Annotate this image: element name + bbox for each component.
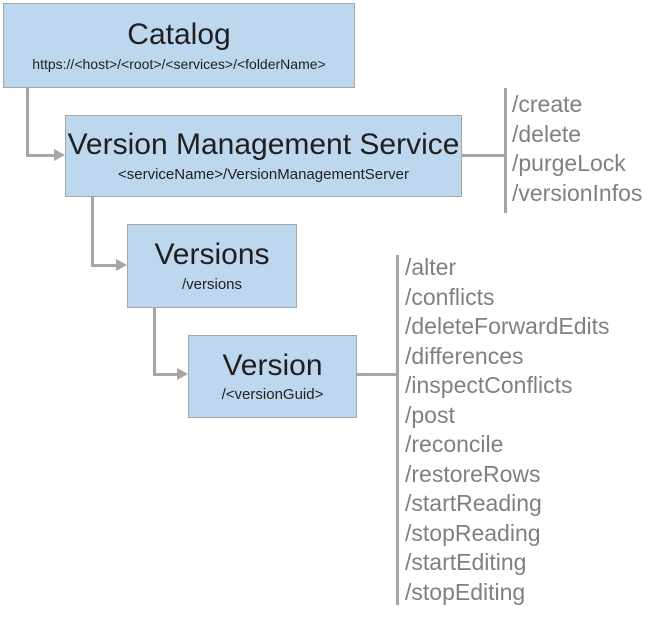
operation-item: /purgeLock [512,150,626,176]
vms-url-pattern: <serviceName>/VersionManagementServer [118,165,409,183]
version-title: Version [222,348,323,382]
operation-item: /stopEditing [405,578,526,605]
vms-operations-list: /create /delete /purgeLock /versionInfos [512,90,642,208]
operation-item: /restoreRows [405,460,541,487]
version-operations-bracket [396,255,399,605]
operation-item: /conflicts [405,283,495,310]
operation-item: /reconcile [405,431,504,457]
arrowhead-icon [54,149,65,161]
operation-item: /stopReading [405,519,541,546]
arrowhead-icon [116,259,127,271]
connector-catalog-to-vms-horizontal [26,154,55,157]
versions-url-pattern: /versions [181,275,243,293]
vms-operations-bracket [504,88,507,213]
connector-vms-to-operations [462,154,504,157]
catalog-title: Catalog [127,18,231,52]
versions-title: Versions [154,238,270,272]
version-node: Version /<versionGuid> [188,335,357,418]
connector-vms-to-versions-vertical [91,197,94,267]
connector-versions-to-version-vertical [153,308,156,376]
operation-item: /delete [512,120,582,147]
catalog-url-pattern: https://<host>/<root>/<services>/<folder… [32,55,326,72]
connector-catalog-to-vms-vertical [26,88,29,157]
version-management-service-node: Version Management Service <serviceName>… [65,115,462,197]
vms-title: Version Management Service [67,128,460,162]
connector-version-to-operations [357,373,396,376]
operation-item: /startReading [405,490,542,516]
version-url-pattern: /<versionGuid> [221,386,324,404]
connector-versions-to-version-horizontal [153,373,178,376]
operation-item: /alter [405,254,457,280]
version-operations-list: /alter /conflicts /deleteForwardEdits /d… [405,253,610,607]
operation-item: /post [405,401,455,428]
operation-item: /inspectConflicts [405,372,573,398]
operation-item: /create [512,91,583,117]
catalog-node: Catalog https://<host>/<root>/<services>… [3,3,355,88]
operation-item: /versionInfos [512,179,643,206]
arrowhead-icon [177,368,188,380]
versions-node: Versions /versions [127,224,297,308]
connector-vms-to-versions-horizontal [91,264,117,267]
operation-item: /differences [405,342,524,369]
operation-item: /deleteForwardEdits [405,313,610,339]
operation-item: /startEditing [405,549,527,575]
